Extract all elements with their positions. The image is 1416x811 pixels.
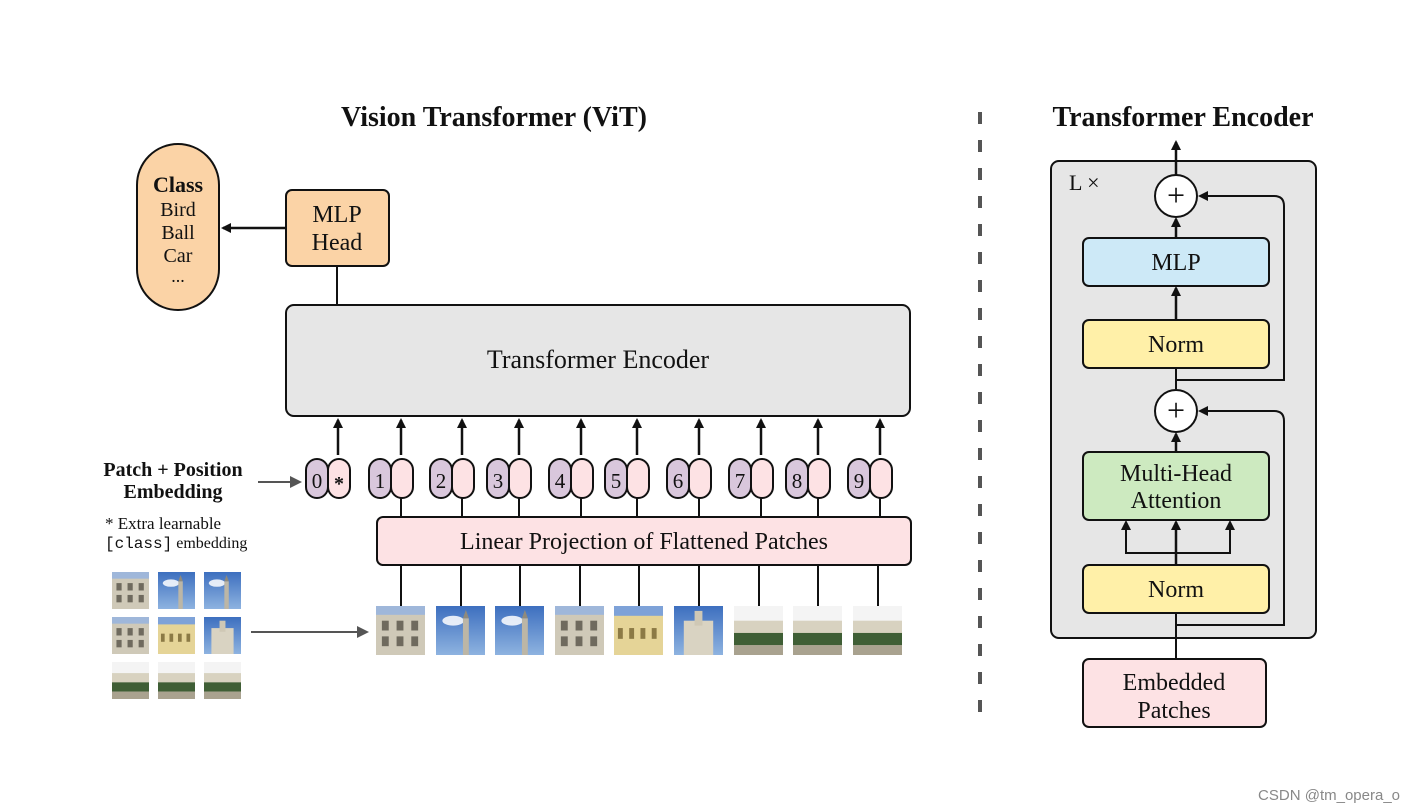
patch-embedding-token [807, 458, 831, 499]
token-index: 6 [673, 469, 684, 493]
token-index: 3 [493, 469, 504, 493]
linear-projection-label: Linear Projection of Flattened Patches [460, 529, 828, 555]
embedded-patches-label: Embedded [1123, 670, 1226, 696]
token-pair: 2 [429, 418, 475, 517]
plus-symbol: + [1167, 177, 1185, 213]
token-index: 9 [854, 469, 865, 493]
patch-embedding-token [750, 458, 774, 499]
attention-label: Attention [1131, 488, 1222, 514]
image-patch-thumbnail [495, 606, 544, 655]
class-output-box: Class Bird Ball Car ... [136, 143, 220, 311]
image-patch-thumbnail [555, 606, 604, 655]
transformer-encoder-box: Transformer Encoder [285, 304, 911, 417]
token-pair: 1 [368, 418, 414, 517]
image-patch-grid [112, 572, 241, 699]
residual-add-top: + [1154, 174, 1198, 218]
mlp-head-label: Head [312, 230, 363, 256]
encoder-norm-top-label: Norm [1148, 332, 1204, 358]
class-token-marker: * [334, 473, 344, 495]
class-embedding-note: [class] embedding [105, 535, 247, 553]
patch-position-label: Patch + Position [103, 459, 242, 481]
embedded-patches-box: Embedded Patches [1082, 658, 1267, 728]
image-patch-thumbnail [674, 606, 723, 655]
class-item: Car [164, 245, 193, 267]
image-patch-thumbnail [614, 606, 663, 655]
transformer-encoder-label: Transformer Encoder [487, 345, 709, 374]
token-index: 4 [555, 469, 566, 493]
image-patch-thumbnail [204, 572, 241, 609]
token-pair: 8 [785, 418, 831, 517]
qkv-arrows [1121, 520, 1235, 565]
patch-embedding-token [327, 458, 351, 499]
vit-title: Vision Transformer (ViT) [341, 102, 647, 133]
residual-add-bottom: + [1154, 389, 1198, 433]
encoder-norm-bottom-label: Norm [1148, 577, 1204, 603]
token-index: 5 [611, 469, 622, 493]
class-item: Bird [160, 199, 196, 221]
image-patch-thumbnail [158, 572, 195, 609]
encoder-norm-top-box: Norm [1082, 319, 1270, 369]
patch-embedding-token [570, 458, 594, 499]
token-index: 1 [375, 469, 386, 493]
token-pair: 4 [548, 418, 594, 517]
image-patch-thumbnail [853, 606, 902, 655]
encoder-mlp-label: MLP [1151, 250, 1200, 276]
token-index: 2 [436, 469, 447, 493]
image-patch-thumbnail [376, 606, 425, 655]
patch-embedding-token [451, 458, 475, 499]
encoder-norm-bottom-box: Norm [1082, 564, 1270, 614]
token-pair: 9 [847, 418, 893, 517]
image-patch-thumbnail [112, 662, 149, 699]
class-heading: Class [153, 172, 204, 197]
extra-learnable-note: * Extra learnable [105, 514, 221, 533]
token-index: 7 [735, 469, 746, 493]
image-patch-thumbnail [158, 662, 195, 699]
flattened-patch-row [376, 565, 902, 655]
patch-embedding-token [390, 458, 414, 499]
token-pair: 6 [666, 418, 712, 517]
token-pair: 3 [486, 418, 532, 517]
image-patch-thumbnail [793, 606, 842, 655]
image-patch-thumbnail [436, 606, 485, 655]
residual-skip-bottom [1176, 406, 1285, 626]
patch-embedding-token [869, 458, 893, 499]
attention-label: Multi-Head [1120, 461, 1232, 487]
image-patch-thumbnail [112, 572, 149, 609]
image-patch-thumbnail [112, 617, 149, 654]
encoder-detail-title: Transformer Encoder [1052, 102, 1313, 133]
residual-skip-top [1176, 191, 1286, 381]
multi-head-attention-box: Multi-Head Attention [1082, 451, 1270, 521]
repeat-label: L × [1069, 170, 1100, 195]
linear-projection-box: Linear Projection of Flattened Patches [376, 516, 912, 566]
image-patch-thumbnail [158, 617, 195, 654]
encoder-mlp-box: MLP [1082, 237, 1270, 287]
plus-symbol: + [1167, 392, 1185, 428]
embedded-patches-label: Patches [1137, 698, 1210, 724]
patch-embedding-token [508, 458, 532, 499]
patch-embedding-token [688, 458, 712, 499]
embedding-label: Embedding [124, 481, 223, 503]
class-item: Ball [161, 222, 195, 244]
image-patch-thumbnail [734, 606, 783, 655]
class-item: ... [171, 266, 185, 286]
token-pair: 0* [305, 418, 351, 499]
image-patch-thumbnail [204, 617, 241, 654]
token-pair: 7 [728, 418, 774, 517]
mlp-head-label: MLP [312, 202, 361, 228]
token-index: 0 [312, 469, 323, 493]
token-index: 8 [792, 469, 803, 493]
watermark: CSDN @tm_opera_o [1258, 787, 1400, 804]
mlp-head-box: MLP Head [285, 189, 390, 267]
patch-embedding-token [626, 458, 650, 499]
image-patch-thumbnail [204, 662, 241, 699]
token-pair: 5 [604, 418, 650, 517]
